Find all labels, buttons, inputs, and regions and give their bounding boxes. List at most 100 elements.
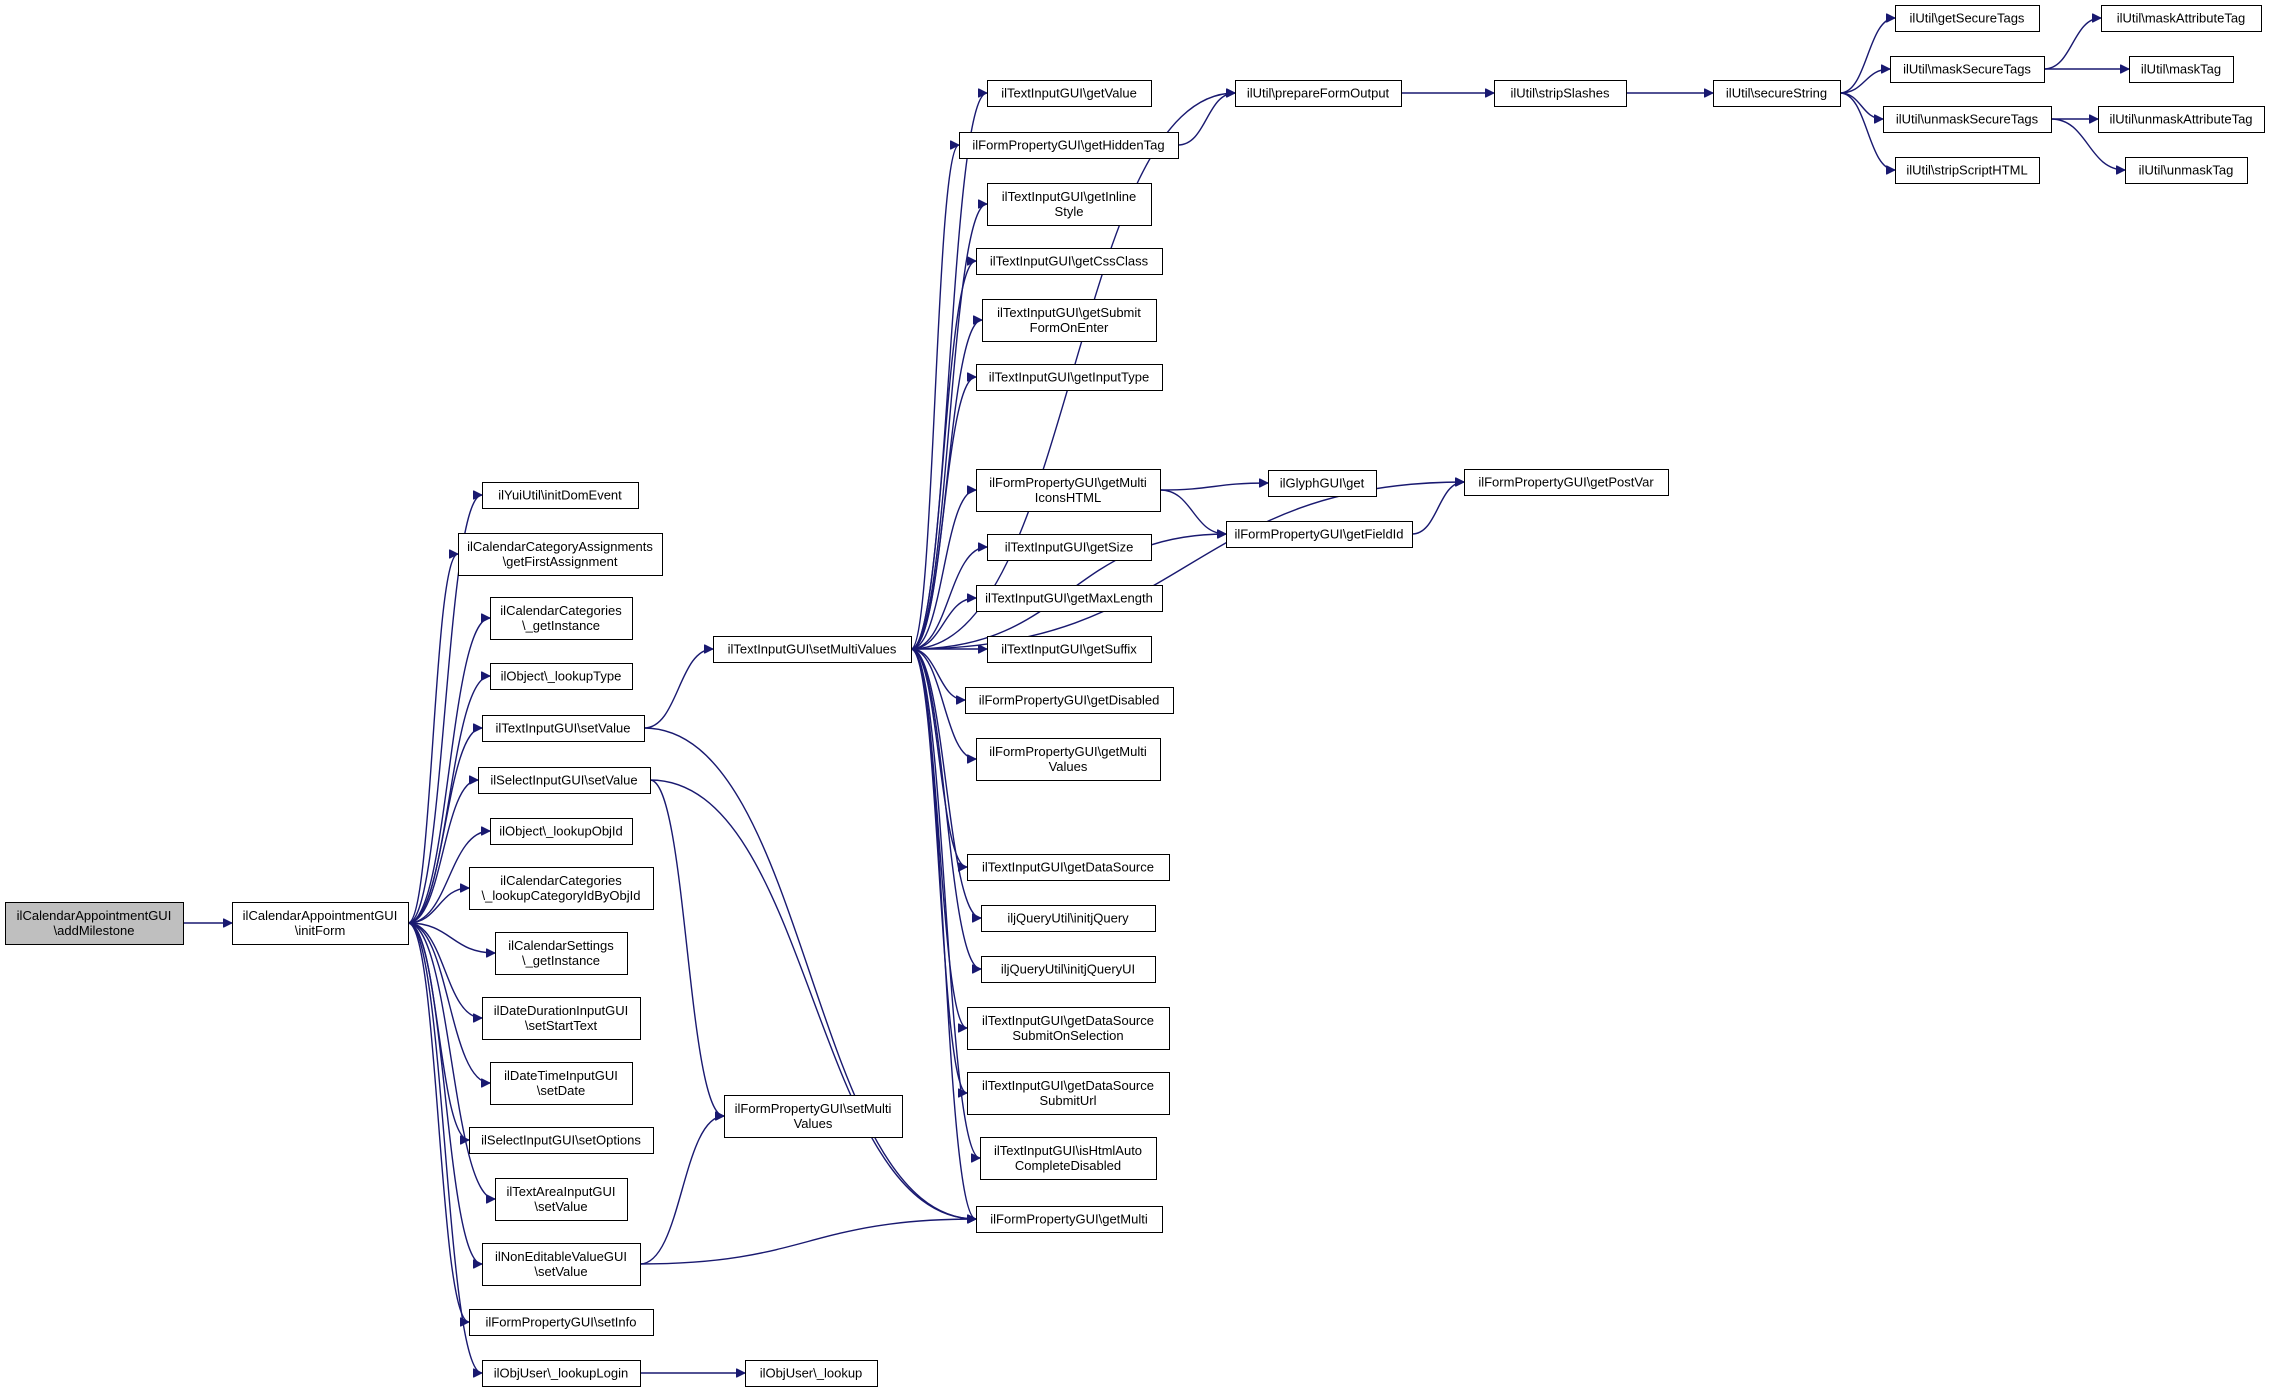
graph-node[interactable]: ilUtil\stripScriptHTML [1895,157,2040,184]
graph-node[interactable]: ilCalendarAppointmentGUI\initForm [232,902,409,945]
graph-node[interactable]: ilGlyphGUI\get [1268,470,1377,497]
node-box[interactable] [2101,5,2262,32]
node-box[interactable] [2125,157,2248,184]
graph-node[interactable]: ilObject\_lookupType [490,663,633,690]
node-box[interactable] [469,1127,654,1154]
graph-node[interactable]: ilTextInputGUI\getDataSource [967,854,1170,881]
graph-node[interactable]: ilUtil\maskSecureTags [1890,56,2045,83]
graph-node[interactable]: ilObjUser\_lookup [745,1360,878,1387]
node-box[interactable] [976,1206,1163,1233]
node-box[interactable] [976,738,1161,781]
node-box[interactable] [490,818,633,845]
node-box[interactable] [1895,157,2040,184]
graph-node[interactable]: ilFormPropertyGUI\getHiddenTag [959,132,1179,159]
graph-node[interactable]: ilUtil\unmaskSecureTags [1883,106,2052,133]
node-box[interactable] [490,663,633,690]
node-box[interactable] [976,585,1163,612]
node-box[interactable] [482,1243,641,1286]
node-box[interactable] [469,867,654,910]
graph-node[interactable]: ilUtil\maskAttributeTag [2101,5,2262,32]
graph-node[interactable]: ilCalendarCategories\_getInstance [490,597,633,640]
graph-node[interactable]: iljQueryUtil\initjQueryUI [981,956,1156,983]
node-box[interactable] [1890,56,2045,83]
graph-node[interactable]: ilFormPropertyGUI\getPostVar [1464,469,1669,496]
node-box[interactable] [482,482,639,509]
graph-node[interactable]: ilCalendarSettings\_getInstance [495,932,628,975]
graph-node[interactable]: ilSelectInputGUI\setValue [478,767,651,794]
graph-node[interactable]: ilFormPropertyGUI\getFieldId [1226,521,1413,548]
node-box[interactable] [976,469,1161,512]
node-box[interactable] [976,248,1163,275]
node-box[interactable] [976,364,1163,391]
graph-node[interactable]: ilTextInputGUI\getInputType [976,364,1163,391]
node-box[interactable] [482,997,641,1040]
node-box[interactable] [967,1072,1170,1115]
node-box[interactable] [458,533,663,576]
graph-node[interactable]: ilDateTimeInputGUI\setDate [490,1062,633,1105]
node-box[interactable] [713,636,912,663]
graph-node[interactable]: ilFormPropertyGUI\setInfo [469,1309,654,1336]
graph-node[interactable]: ilSelectInputGUI\setOptions [469,1127,654,1154]
node-box[interactable] [2129,56,2234,83]
graph-node[interactable]: ilTextInputGUI\getValue [987,80,1152,107]
node-box[interactable] [1883,106,2052,133]
node-box[interactable] [2098,106,2265,133]
node-box[interactable] [987,534,1152,561]
graph-node[interactable]: ilUtil\stripSlashes [1494,80,1627,107]
node-box[interactable] [1713,80,1841,107]
graph-node[interactable]: ilTextInputGUI\getSuffix [987,636,1152,663]
node-box[interactable] [469,1309,654,1336]
node-box[interactable] [482,715,645,742]
graph-node[interactable]: ilFormPropertyGUI\getDisabled [965,687,1174,714]
graph-node[interactable]: ilUtil\unmaskTag [2125,157,2248,184]
node-box[interactable] [987,80,1152,107]
node-box[interactable] [495,1178,628,1221]
root-node-box[interactable] [5,902,184,945]
graph-node[interactable]: ilCalendarAppointmentGUI\addMilestone [5,902,184,945]
graph-node[interactable]: ilTextInputGUI\getSize [987,534,1152,561]
graph-node[interactable]: ilTextInputGUI\setMultiValues [713,636,912,663]
node-box[interactable] [490,1062,633,1105]
node-box[interactable] [482,1360,641,1387]
graph-node[interactable]: ilTextInputGUI\isHtmlAutoCompleteDisable… [980,1137,1157,1180]
node-box[interactable] [965,687,1174,714]
graph-node[interactable]: ilFormPropertyGUI\setMultiValues [724,1095,903,1138]
graph-node[interactable]: ilTextInputGUI\getMaxLength [976,585,1163,612]
node-box[interactable] [980,1137,1157,1180]
graph-node[interactable]: ilDateDurationInputGUI\setStartText [482,997,641,1040]
graph-node[interactable]: ilNonEditableValueGUI\setValue [482,1243,641,1286]
graph-node[interactable]: ilUtil\secureString [1713,80,1841,107]
node-box[interactable] [1464,469,1669,496]
node-box[interactable] [959,132,1179,159]
node-box[interactable] [1268,470,1377,497]
graph-node[interactable]: ilUtil\prepareFormOutput [1235,80,1402,107]
graph-node[interactable]: ilTextInputGUI\setValue [482,715,645,742]
node-box[interactable] [1226,521,1413,548]
node-box[interactable] [490,597,633,640]
graph-node[interactable]: ilUtil\unmaskAttributeTag [2098,106,2265,133]
graph-node[interactable]: ilUtil\maskTag [2129,56,2234,83]
node-box[interactable] [981,905,1156,932]
node-box[interactable] [724,1095,903,1138]
graph-node[interactable]: ilCalendarCategories\_lookupCategoryIdBy… [469,867,654,910]
node-box[interactable] [1895,5,2040,32]
node-box[interactable] [987,636,1152,663]
node-box[interactable] [1494,80,1627,107]
graph-node[interactable]: ilObject\_lookupObjId [490,818,633,845]
node-box[interactable] [967,854,1170,881]
graph-node[interactable]: ilObjUser\_lookupLogin [482,1360,641,1387]
node-box[interactable] [967,1007,1170,1050]
graph-node[interactable]: ilUtil\getSecureTags [1895,5,2040,32]
node-box[interactable] [232,902,409,945]
node-box[interactable] [981,956,1156,983]
node-box[interactable] [495,932,628,975]
graph-node[interactable]: ilTextAreaInputGUI\setValue [495,1178,628,1221]
graph-node[interactable]: ilTextInputGUI\getCssClass [976,248,1163,275]
graph-node[interactable]: ilTextInputGUI\getDataSourceSubmitOnSele… [967,1007,1170,1050]
graph-node[interactable]: ilCalendarCategoryAssignments\getFirstAs… [458,533,663,576]
